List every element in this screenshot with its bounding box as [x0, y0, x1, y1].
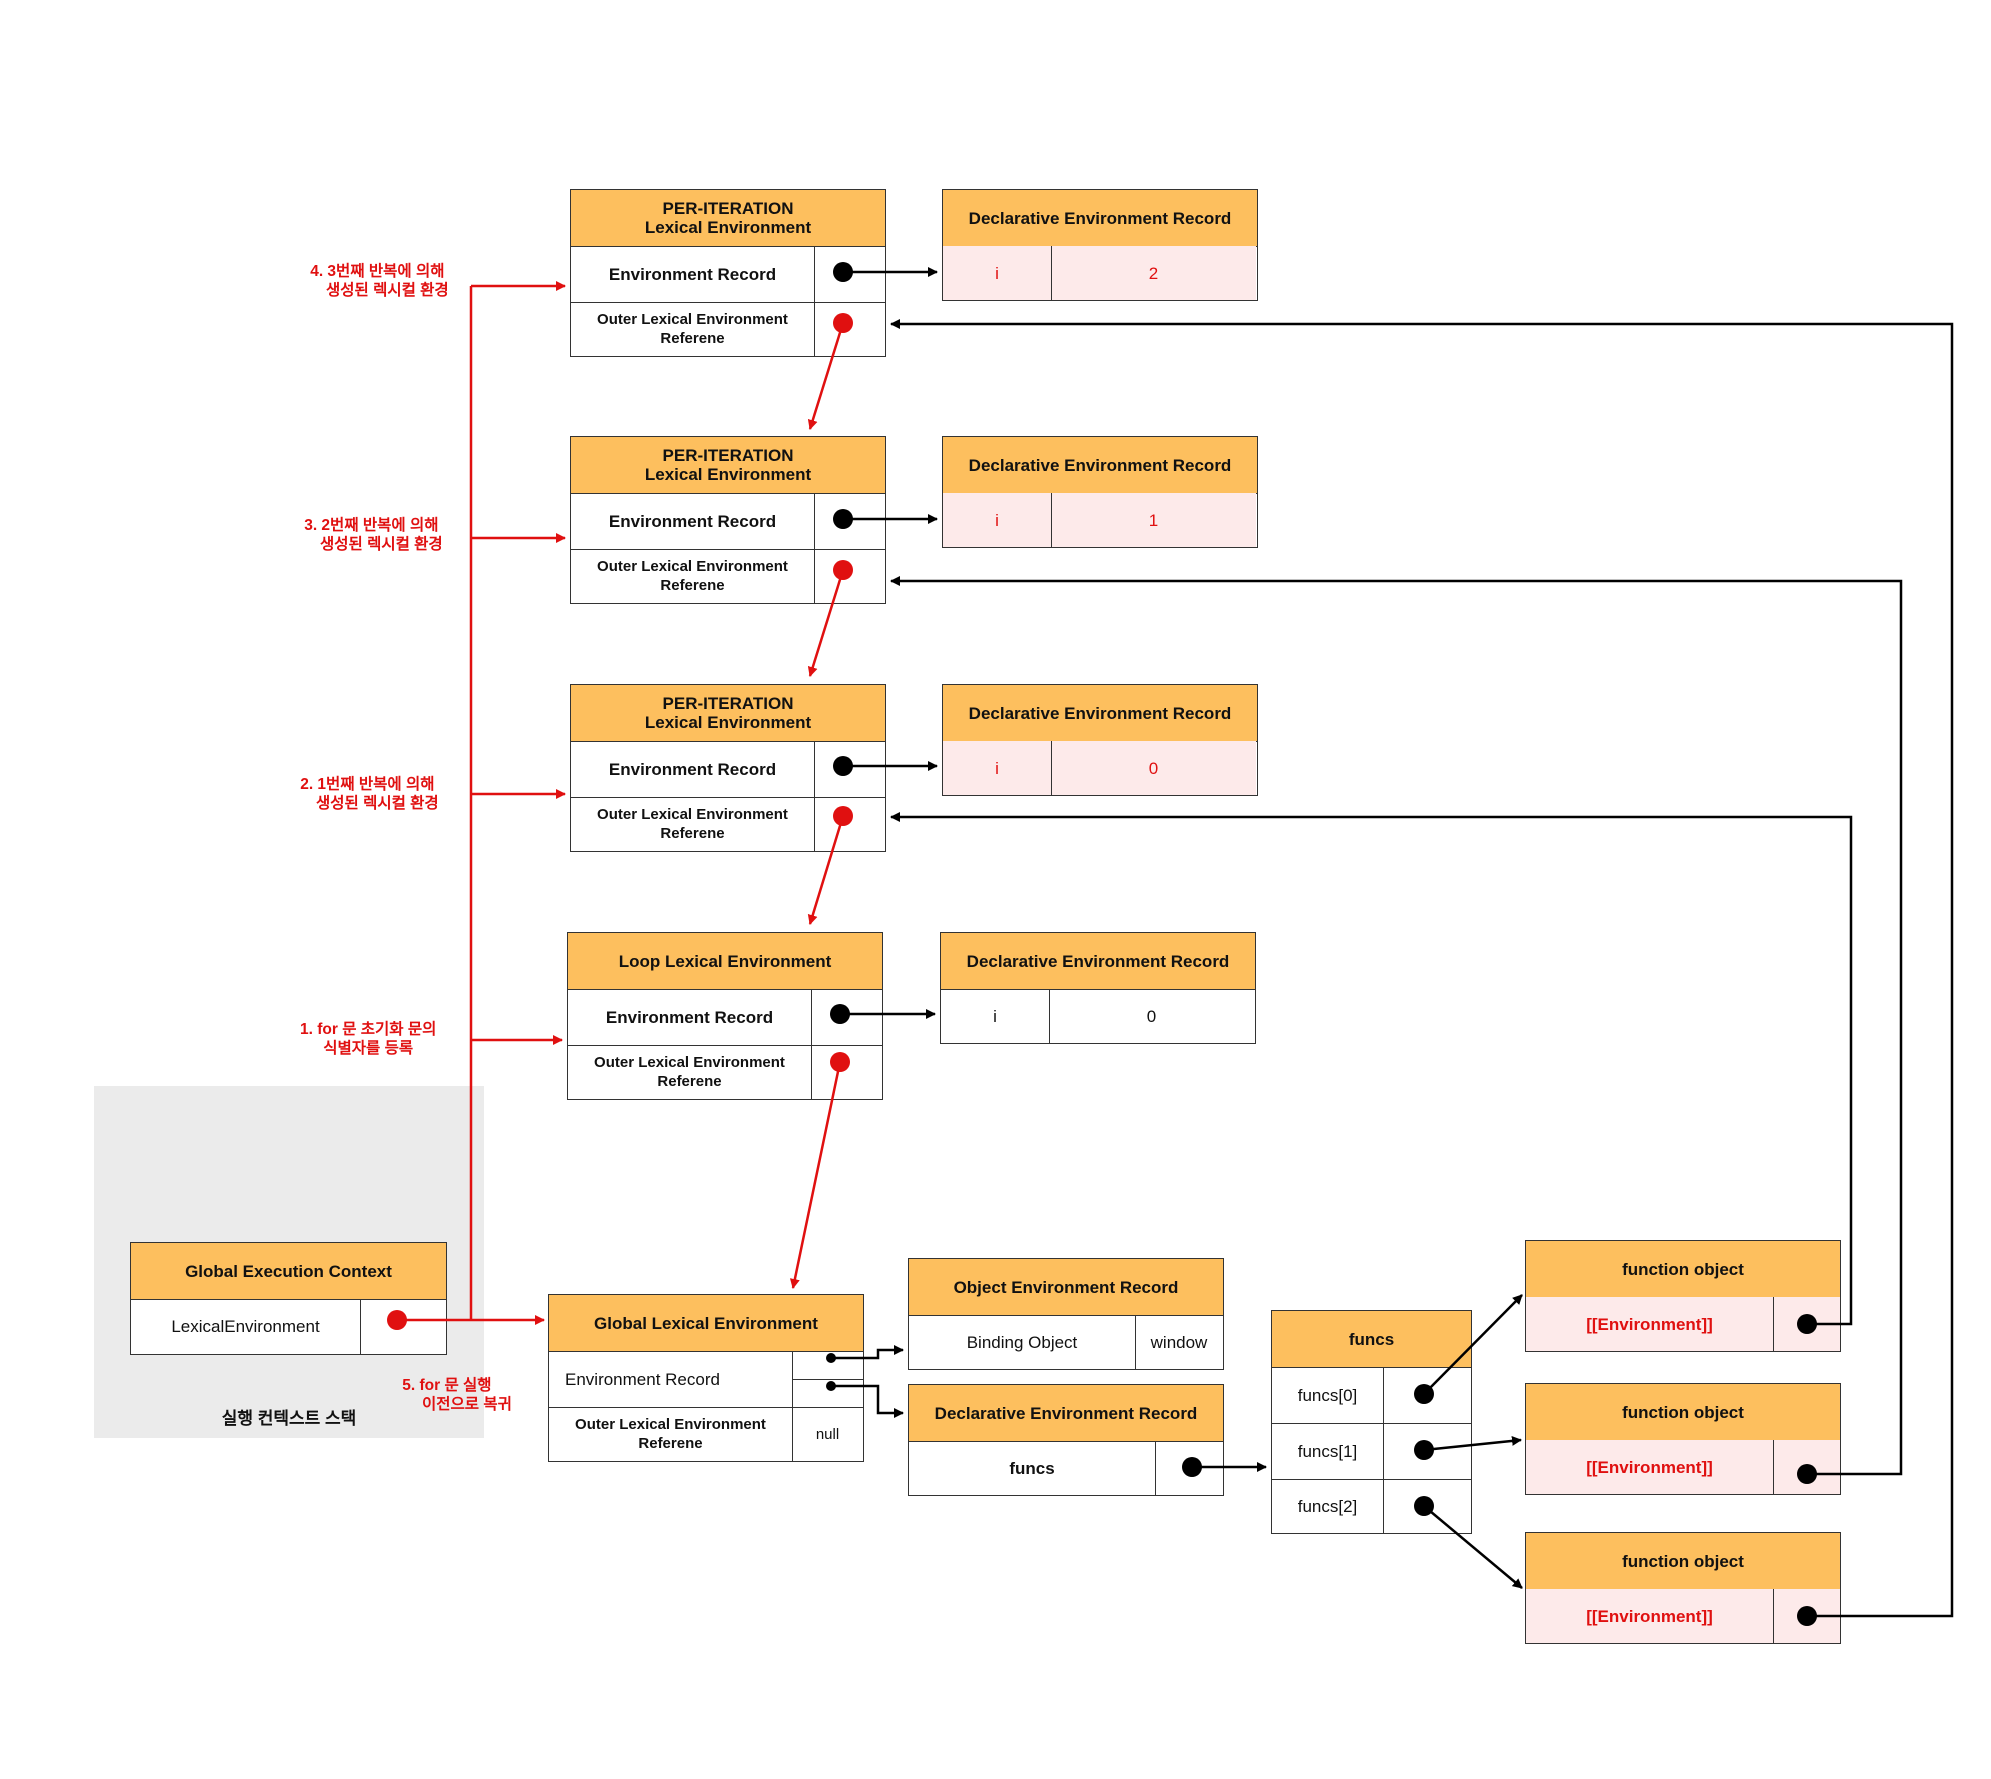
environment-slot: [[Environment]] — [1526, 1440, 1773, 1494]
funcs-array: funcs funcs[0] funcs[1] funcs[2] — [1271, 1310, 1472, 1534]
binding-value: 0 — [1051, 741, 1256, 795]
env-record-pointers — [840, 267, 938, 1019]
environment-record-label: Environment Record — [605, 1007, 774, 1027]
per-iteration-env-3: PER-ITERATION Lexical Environment Enviro… — [570, 189, 886, 357]
binding-object-value: window — [1150, 1332, 1208, 1352]
environment-record-label: Environment Record — [608, 759, 777, 779]
binding-object-label: Binding Object — [966, 1332, 1078, 1352]
gec-pointer-dot — [387, 1310, 407, 1330]
declarative-record-2: Declarative Environment Record i 1 — [942, 436, 1258, 548]
funcs-item-0: funcs[0] — [1297, 1385, 1358, 1405]
gec-title: Global Execution Context — [131, 1243, 446, 1300]
binding-value: 1 — [1051, 493, 1256, 547]
global-lexical-environment: Global Lexical Environment Environment R… — [548, 1294, 864, 1462]
funcs-item-2: funcs[2] — [1297, 1496, 1358, 1516]
environment-record-label: Environment Record — [608, 511, 777, 531]
binding-name: i — [943, 493, 1051, 547]
global-execution-context: Global Execution Context LexicalEnvironm… — [130, 1242, 447, 1355]
global-env-title: Global Lexical Environment — [549, 1295, 863, 1352]
declarative-record-title: Declarative Environment Record — [943, 437, 1257, 494]
gec-lexical-environment-label: LexicalEnvironment — [171, 1317, 320, 1336]
per-iteration-title: PER-ITERATION Lexical Environment — [571, 190, 885, 247]
declarative-record-title: Declarative Environment Record — [943, 190, 1257, 247]
binding-name: i — [943, 246, 1051, 300]
function-object-title: function object — [1526, 1384, 1840, 1441]
function-object-title: function object — [1526, 1241, 1840, 1298]
outer-reference-chain — [789, 322, 845, 1289]
loop-env-title: Loop Lexical Environment — [568, 933, 882, 990]
declarative-record-3: Declarative Environment Record i 2 — [942, 189, 1258, 301]
binding-name: i — [943, 741, 1051, 795]
stack-caption: 실행 컨텍스트 스택 — [221, 1409, 357, 1428]
object-record-title: Object Environment Record — [909, 1259, 1223, 1316]
function-object-1: function object [[Environment]] — [1525, 1383, 1841, 1495]
funcs-binding-label: funcs — [1009, 1458, 1055, 1478]
declarative-record-title: Declarative Environment Record — [909, 1385, 1223, 1442]
funcs-array-title: funcs — [1272, 1311, 1471, 1368]
funcs-item-1: funcs[1] — [1297, 1441, 1358, 1461]
environment-slot: [[Environment]] — [1526, 1589, 1773, 1643]
declarative-record-title: Declarative Environment Record — [943, 685, 1257, 742]
declarative-record-title: Declarative Environment Record — [941, 933, 1255, 990]
environment-record-label: Environment Record — [565, 1369, 720, 1389]
environment-record-label: Environment Record — [608, 264, 777, 284]
outer-null-value: null — [815, 1425, 840, 1443]
loop-declarative-record: Declarative Environment Record i 0 — [940, 932, 1256, 1044]
environment-slot: [[Environment]] — [1526, 1297, 1773, 1351]
binding-value: 2 — [1051, 246, 1256, 300]
global-declarative-record: Declarative Environment Record funcs — [908, 1384, 1224, 1496]
object-environment-record: Object Environment Record Binding Object… — [908, 1258, 1224, 1370]
function-object-2: function object [[Environment]] — [1525, 1532, 1841, 1644]
function-object-title: function object — [1526, 1533, 1840, 1590]
binding-value: 0 — [1146, 1006, 1157, 1026]
red-spine — [397, 281, 566, 1325]
declarative-record-1: Declarative Environment Record i 0 — [942, 684, 1258, 796]
binding-name: i — [993, 1006, 997, 1026]
